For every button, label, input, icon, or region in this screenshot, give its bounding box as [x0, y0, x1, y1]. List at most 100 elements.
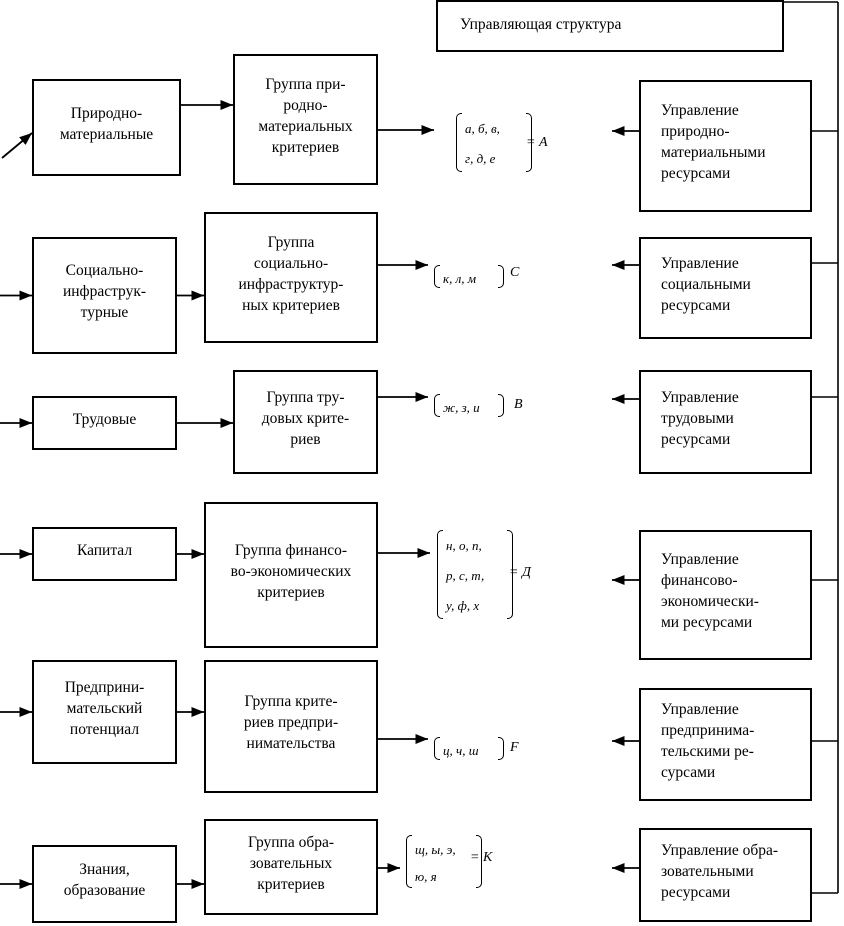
criteria-set-line: ю, я — [415, 869, 437, 884]
management-label-0: Управление природно-материальными ресурсам… — [641, 100, 810, 184]
management-label-2-line: ресурсами — [661, 430, 731, 448]
management-label-5-line: ресурсами — [661, 883, 731, 901]
right-brace — [476, 835, 482, 888]
criteria-set-line: н, о, п, — [446, 538, 482, 553]
management-label-2: Управление трудовыми ресурсами — [641, 387, 810, 450]
resource-label-2-line: Трудовые — [72, 410, 137, 428]
management-box-0: Управление природно-материальными ресурсам… — [639, 80, 812, 212]
resource-label-5: Знания, образование — [34, 859, 175, 901]
criteria-set-line: у, ф, х — [446, 598, 480, 613]
criteria-label-5-line: зовательных — [249, 854, 333, 872]
resource-label-1-line: Социально- — [65, 262, 144, 279]
management-label-5: Управление обра-зовательными ресурсами — [641, 840, 810, 903]
management-label-3-line: ми ресурсами — [661, 614, 753, 631]
criteria-label-3-line: Группа финансо- — [234, 541, 348, 559]
criteria-label-4-line: риев предпри- — [243, 714, 339, 731]
left-brace — [434, 737, 440, 760]
criteria-label-1-line: социально- — [253, 254, 329, 272]
management-label-3-line: экономически- — [661, 593, 759, 610]
resource-label-4-line: Предприни- — [64, 678, 145, 696]
criteria-label-0-line: материальных — [258, 117, 353, 135]
criteria-label-1-line: инфраструктур- — [238, 275, 344, 293]
resource-box-2: Трудовые — [32, 396, 177, 450]
criteria-box-3: Группа финансо-во-экономических критериев — [204, 502, 378, 648]
resource-label-4-line: потенциал — [69, 720, 140, 738]
right-brace — [526, 113, 532, 172]
left-brace — [437, 530, 443, 619]
criteria-label-2-line: Группа тру- — [266, 388, 345, 406]
left-brace — [434, 265, 440, 288]
resource-box-4: Предприни-мательский потенциал — [32, 660, 177, 764]
management-label-5-line: Управление обра- — [661, 841, 779, 859]
management-label-3: Управление финансово-экономически-ми ресу… — [641, 549, 810, 633]
criteria-set-line: а, б, в, — [465, 121, 500, 136]
resource-label-3: Капитал — [34, 540, 175, 561]
criteria-label-0-line: Группа при- — [265, 75, 346, 93]
management-label-4-line: предпринима- — [661, 721, 755, 739]
criteria-label-4-line: Группа крите- — [244, 693, 338, 710]
resource-label-1-line: турные — [80, 304, 129, 321]
criteria-set-line: к, л, м — [443, 271, 477, 286]
management-label-4-line: сурсами — [661, 763, 716, 781]
criteria-result-3: = Д — [509, 565, 531, 580]
resource-label-4-line: мательский — [66, 699, 143, 717]
right-brace — [507, 530, 513, 619]
management-label-2-line: трудовыми — [661, 409, 734, 427]
management-label-0-line: материальными — [661, 144, 766, 161]
input-arrow-0 — [1, 132, 33, 159]
resource-label-1: Социально-инфраструк-турные — [34, 260, 175, 323]
criteria-set-line: ж, з, и — [443, 400, 480, 415]
right-brace — [498, 394, 504, 417]
management-label-0-line: Управление — [661, 102, 739, 119]
criteria-label-3-line: критериев — [257, 583, 325, 601]
resource-label-2: Трудовые — [34, 409, 175, 430]
management-label-0-line: природно- — [661, 123, 730, 140]
management-label-1-line: Управление — [661, 254, 739, 272]
criteria-result-0: = А — [526, 135, 548, 150]
criteria-set-line: р, с, т, — [446, 568, 485, 583]
criteria-box-2: Группа тру-довых крите-риев — [233, 370, 378, 474]
criteria-label-4-line: нимательства — [246, 735, 336, 752]
management-label-5-line: зовательными — [661, 862, 754, 880]
management-label-3-line: финансово- — [661, 572, 738, 589]
criteria-label-3: Группа финансо-во-экономических критериев — [206, 540, 376, 603]
management-box-5: Управление обра-зовательными ресурсами — [639, 828, 812, 922]
criteria-set-line: г, д, е — [465, 151, 496, 166]
management-label-4-line: Управление — [661, 700, 739, 718]
criteria-label-4: Группа крите-риев предпри-нимательства — [206, 691, 376, 754]
management-label-3-line: Управление — [661, 551, 739, 568]
right-brace — [498, 265, 504, 288]
left-brace — [434, 394, 440, 417]
resource-box-3: Капитал — [32, 527, 177, 581]
control-structure-box: Управляющая структура — [436, 0, 784, 52]
resource-label-4: Предприни-мательский потенциал — [34, 677, 175, 740]
management-label-0-line: ресурсами — [661, 165, 731, 182]
criteria-label-1-line: ных критериев — [242, 296, 340, 314]
resource-label-5-line: Знания, — [79, 861, 130, 878]
criteria-label-2: Группа тру-довых крите-риев — [235, 387, 376, 450]
right-brace — [498, 737, 504, 760]
criteria-result-2: В — [514, 397, 523, 412]
criteria-label-0-line: родно- — [283, 96, 328, 114]
control-structure-label: Управляющая структура — [460, 16, 622, 33]
resource-label-1-line: инфраструк- — [62, 283, 147, 300]
criteria-result-5: = К — [470, 850, 493, 865]
resource-label-5-line: образование — [63, 882, 146, 899]
criteria-label-2-line: довых крите- — [261, 409, 350, 427]
criteria-set-line: щ, ы, э, — [415, 842, 456, 857]
criteria-label-3-line: во-экономических — [230, 562, 352, 580]
resource-box-5: Знания, образование — [32, 845, 177, 923]
criteria-result-1: С — [510, 265, 520, 280]
criteria-label-2-line: риев — [290, 430, 321, 448]
criteria-box-4: Группа крите-риев предпри-нимательства — [204, 660, 378, 793]
management-label-2-line: Управление — [661, 388, 739, 406]
